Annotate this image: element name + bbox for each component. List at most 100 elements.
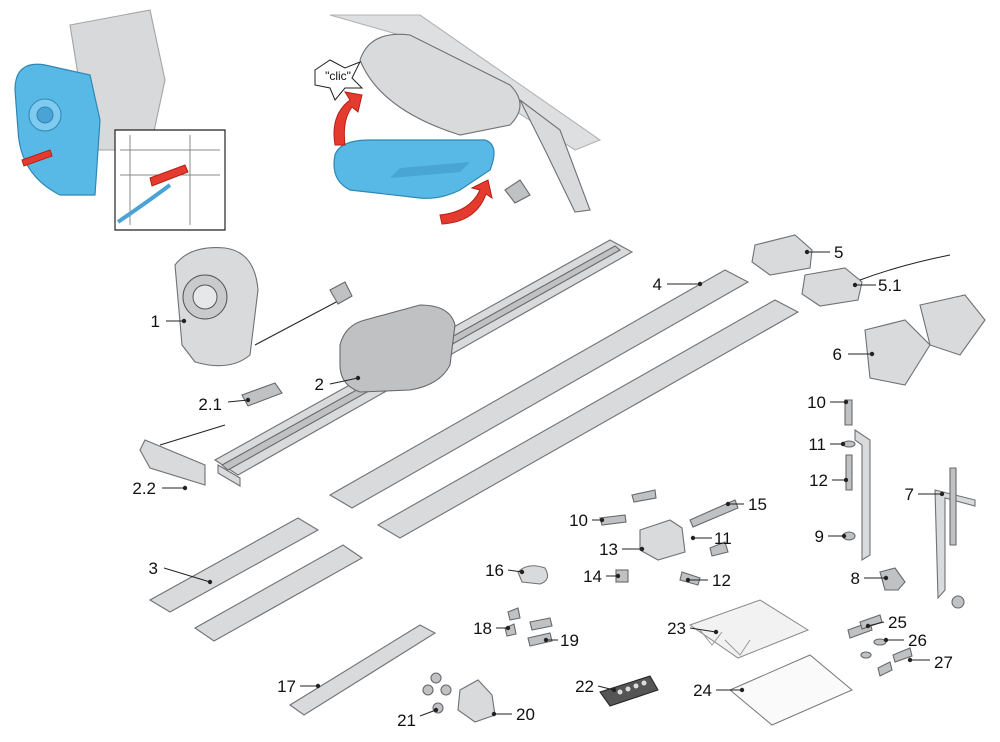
callout-10-top: 10 bbox=[807, 393, 849, 412]
part-22-remote bbox=[599, 675, 659, 707]
svg-text:14: 14 bbox=[583, 567, 602, 586]
callout-2: 2 bbox=[315, 375, 361, 394]
svg-text:4: 4 bbox=[653, 275, 662, 294]
emergency-release-handle bbox=[504, 179, 531, 204]
svg-text:25: 25 bbox=[888, 613, 907, 632]
callout-18: 18 bbox=[473, 619, 511, 638]
fixing-set-18-19 bbox=[504, 607, 553, 647]
svg-text:9: 9 bbox=[815, 527, 824, 546]
svg-text:21: 21 bbox=[397, 711, 416, 730]
part-2-2-holder bbox=[139, 424, 226, 486]
callout-8: 8 bbox=[851, 569, 889, 588]
svg-text:11: 11 bbox=[714, 529, 732, 548]
callout-13: 13 bbox=[599, 540, 645, 559]
callout-24: 24 bbox=[693, 681, 745, 700]
power-plug bbox=[329, 281, 353, 305]
svg-text:2.2: 2.2 bbox=[132, 479, 156, 498]
svg-text:18: 18 bbox=[473, 619, 492, 638]
svg-text:13: 13 bbox=[599, 540, 618, 559]
callout-4: 4 bbox=[653, 275, 703, 294]
part-2-rail-with-drive bbox=[213, 239, 634, 487]
svg-text:17: 17 bbox=[277, 677, 296, 696]
svg-text:24: 24 bbox=[693, 681, 712, 700]
part-3-rails bbox=[148, 517, 364, 642]
svg-text:10: 10 bbox=[807, 393, 826, 412]
callout-11-mid: 11 bbox=[690, 529, 732, 548]
part-4-rails bbox=[328, 269, 800, 539]
callout-26: 26 bbox=[883, 631, 927, 650]
callout-15: 15 bbox=[725, 495, 767, 514]
fixing-set-20-21 bbox=[422, 672, 496, 723]
detail-clic-assembly: "clic" bbox=[314, 14, 602, 225]
clic-burst bbox=[314, 59, 364, 101]
callout-9: 9 bbox=[815, 527, 847, 546]
callout-2-1: 2.1 bbox=[198, 395, 251, 414]
svg-text:5.1: 5.1 bbox=[878, 276, 902, 295]
part-8-release bbox=[879, 567, 906, 591]
callout-23: 23 bbox=[667, 619, 719, 638]
svg-text:11: 11 bbox=[808, 435, 826, 454]
drive-carriage bbox=[339, 304, 456, 393]
callout-6: 6 bbox=[833, 345, 875, 364]
svg-text:8: 8 bbox=[851, 569, 860, 588]
motor-cover-blue bbox=[14, 63, 101, 196]
arrow-red-inset-icon bbox=[149, 164, 189, 187]
svg-text:12: 12 bbox=[809, 471, 828, 490]
svg-text:12: 12 bbox=[712, 571, 731, 590]
callout-1: 1 bbox=[151, 312, 187, 331]
svg-text:16: 16 bbox=[485, 561, 504, 580]
svg-text:20: 20 bbox=[516, 705, 535, 724]
part-17-perforated-strap bbox=[289, 624, 437, 716]
callout-22: 22 bbox=[575, 677, 617, 696]
callout-12-top: 12 bbox=[809, 471, 849, 490]
svg-text:15: 15 bbox=[748, 495, 767, 514]
svg-text:1: 1 bbox=[151, 312, 160, 331]
callout-16: 16 bbox=[485, 561, 525, 580]
callout-25: 25 bbox=[865, 613, 907, 632]
callout-19: 19 bbox=[543, 631, 579, 650]
drive-unit-housing bbox=[359, 33, 521, 136]
svg-text:19: 19 bbox=[560, 631, 579, 650]
arrow-curve-icon bbox=[439, 179, 493, 225]
part-23-template-sheet bbox=[688, 599, 810, 659]
callout-5: 5 bbox=[804, 243, 843, 262]
part-6-brackets bbox=[864, 294, 986, 386]
svg-text:7: 7 bbox=[905, 485, 914, 504]
part-2-1-bracket bbox=[241, 382, 283, 407]
svg-text:26: 26 bbox=[908, 631, 927, 650]
arrow-up-icon bbox=[333, 91, 363, 146]
svg-text:6: 6 bbox=[833, 345, 842, 364]
svg-text:10: 10 bbox=[569, 511, 588, 530]
callout-2-2: 2.2 bbox=[132, 479, 188, 498]
svg-text:3: 3 bbox=[149, 559, 158, 578]
callout-3: 3 bbox=[149, 559, 213, 585]
callout-14: 14 bbox=[583, 567, 621, 586]
part-7-ceiling-hanger bbox=[934, 467, 976, 609]
callout-27: 27 bbox=[907, 653, 953, 672]
svg-text:2: 2 bbox=[315, 375, 324, 394]
callout-21: 21 bbox=[397, 707, 439, 730]
callout-7: 7 bbox=[905, 485, 945, 504]
detail-cover-removal bbox=[14, 9, 226, 231]
svg-text:23: 23 bbox=[667, 619, 686, 638]
part-5-1-limit-switch bbox=[801, 254, 951, 307]
callout-20: 20 bbox=[491, 705, 535, 724]
svg-text:2.1: 2.1 bbox=[198, 395, 222, 414]
arrow-left-icon bbox=[21, 149, 53, 167]
svg-text:27: 27 bbox=[934, 653, 953, 672]
svg-text:5: 5 bbox=[834, 243, 843, 262]
part-16-knob bbox=[517, 565, 549, 585]
part-1-motor-head bbox=[174, 247, 353, 367]
callout-5-1: 5.1 bbox=[852, 276, 902, 295]
part-24-manual bbox=[729, 654, 853, 726]
fixing-set-center bbox=[599, 489, 739, 586]
clic-callout: "clic" bbox=[325, 69, 351, 83]
svg-text:22: 22 bbox=[575, 677, 594, 696]
callout-10-mid: 10 bbox=[569, 511, 605, 530]
part-5-limit-switch bbox=[751, 234, 813, 276]
rail-segment bbox=[519, 99, 591, 213]
callout-12-mid: 12 bbox=[685, 571, 731, 590]
callout-17: 17 bbox=[277, 677, 321, 696]
callout-11-top: 11 bbox=[808, 435, 846, 454]
